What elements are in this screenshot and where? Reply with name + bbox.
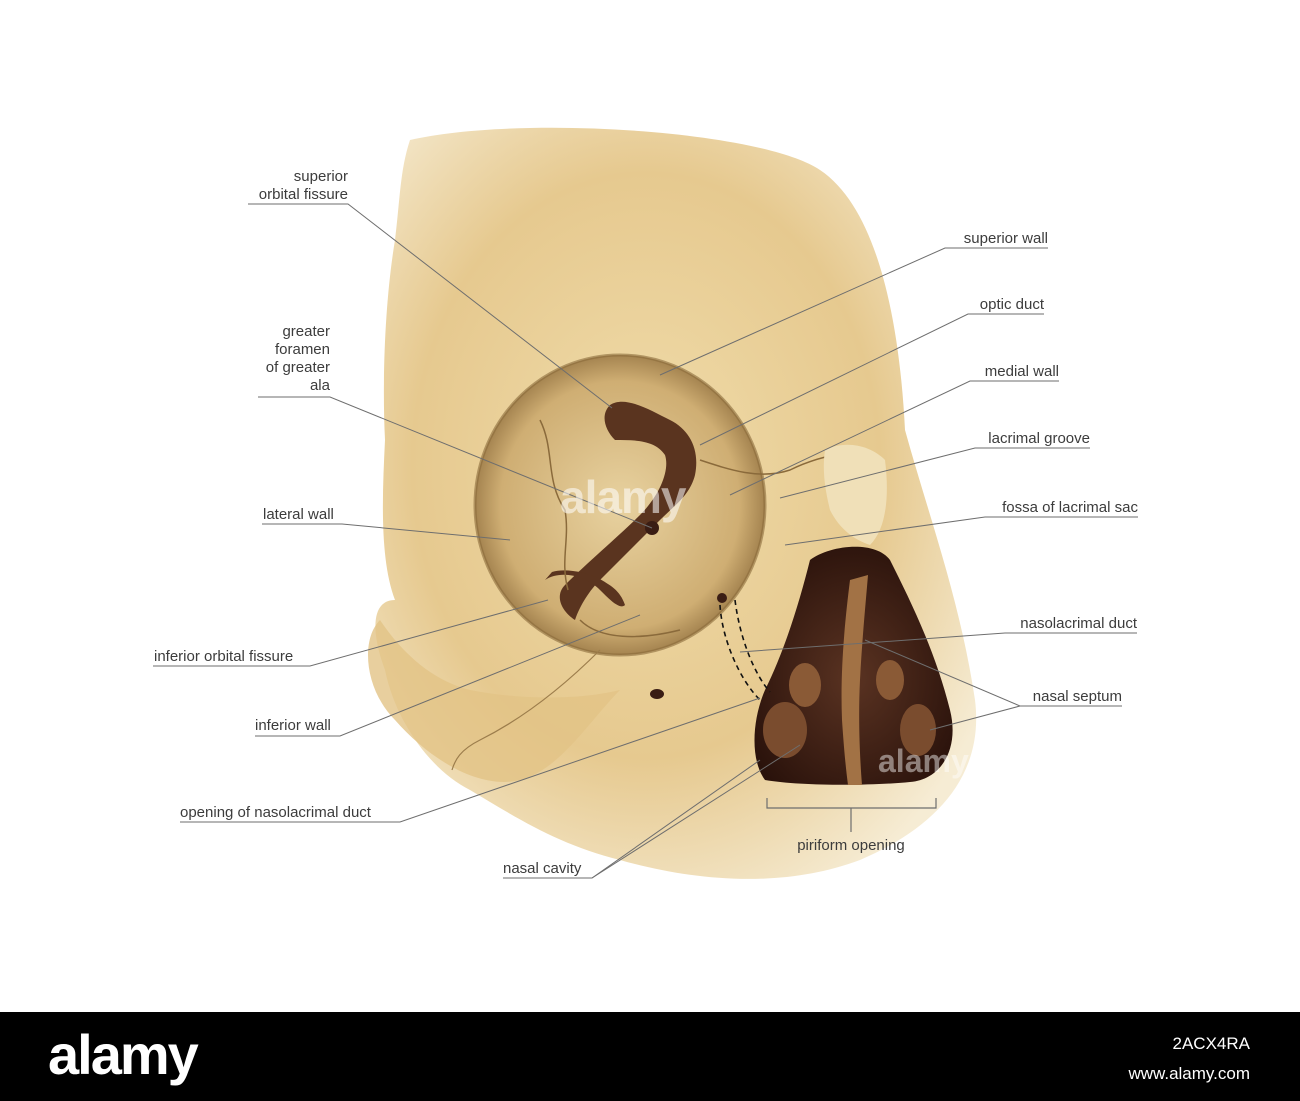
- concha: [763, 702, 807, 758]
- watermark: alamy: [560, 471, 686, 523]
- leader-medial-wall: [729, 380, 1059, 496]
- label-medial-wall: medial wall: [984, 363, 1059, 380]
- leader-fossa-lacrimal-sac: [784, 516, 1138, 546]
- leader-superior-orbital-fissure: [248, 203, 613, 409]
- concha: [789, 663, 821, 707]
- suture-line: [451, 649, 601, 771]
- leader-inferior-orbital-fissure: [153, 599, 549, 667]
- leader-nasal-cavity-2: [591, 744, 801, 879]
- suture-line: [539, 419, 569, 591]
- orbit-rim: [473, 353, 767, 657]
- label-inferior-orbital-fissure: inferior orbital fissure: [154, 648, 294, 665]
- leader-opening-nasolacrimal: [180, 697, 761, 823]
- label-inferior-wall: inferior wall: [255, 717, 331, 734]
- nasolacrimal-dashed: [734, 599, 771, 693]
- label-greater-foramen: greater foramen of greater ala: [240, 323, 330, 395]
- leader-greater-foramen: [258, 396, 653, 529]
- label-optic-duct: optic duct: [979, 296, 1044, 313]
- superior-orbital-fissure-shape: [559, 401, 697, 620]
- label-opening-nasolacrimal-duct: opening of nasolacrimal duct: [180, 804, 371, 821]
- label-nasal-cavity: nasal cavity: [503, 860, 582, 877]
- zygomatic-region: [368, 620, 620, 782]
- nasal-bone: [823, 444, 887, 545]
- concha: [900, 704, 936, 756]
- image-code: 2ACX4RA: [1172, 1034, 1250, 1053]
- orbit: [475, 355, 765, 655]
- label-superior-wall: superior wall: [963, 230, 1048, 247]
- label-lateral-wall: lateral wall: [263, 506, 334, 523]
- nasolacrimal-dashed: [719, 604, 761, 701]
- label-line: foramen: [274, 341, 330, 358]
- leader-lacrimal-groove: [779, 447, 1090, 499]
- label-piriform-opening: piriform opening: [797, 837, 905, 854]
- leader-nasal-septum-2: [929, 705, 1021, 731]
- leader-lines: [153, 203, 1138, 879]
- concha: [876, 660, 904, 700]
- leader-inferior-wall: [255, 614, 641, 737]
- label-line: of greater: [265, 359, 330, 376]
- footer-url: www.alamy.com: [1128, 1064, 1250, 1083]
- suture-line: [579, 619, 681, 638]
- label-nasal-septum: nasal septum: [1032, 688, 1122, 705]
- label-nasolacrimal-duct: nasolacrimal duct: [1020, 615, 1137, 632]
- anatomy-figure: alamy alamy superior orbital fissure gre…: [153, 127, 1138, 879]
- stock-footer-bar: alamy 2ACX4RA www.alamy.com: [0, 1012, 1300, 1101]
- label-superior-orbital-fissure: superior orbital fissure: [240, 168, 348, 204]
- inferior-orbital-fissure-shape: [545, 570, 625, 607]
- label-line: ala: [309, 377, 330, 394]
- leader-nasolacrimal-duct: [739, 632, 1137, 653]
- label-fossa-of-lacrimal-sac: fossa of lacrimal sac: [1002, 499, 1138, 516]
- skull-illustration: [153, 127, 1138, 879]
- label-line: superior: [293, 168, 348, 185]
- label-line: orbital fissure: [258, 186, 348, 203]
- piriform-bracket: [766, 798, 937, 832]
- watermark-small: alamy: [878, 743, 969, 779]
- footer-logo: alamy: [48, 1023, 199, 1086]
- leader-lateral-wall: [262, 523, 511, 541]
- infraorbital-foramen: [650, 689, 664, 699]
- label-line: greater: [282, 323, 330, 340]
- nasal-septum-shape: [841, 575, 868, 785]
- leader-superior-wall: [659, 247, 1048, 376]
- foramen-dot-2: [717, 593, 727, 603]
- label-lacrimal-groove: lacrimal groove: [988, 430, 1090, 447]
- leader-optic-duct: [699, 313, 1044, 446]
